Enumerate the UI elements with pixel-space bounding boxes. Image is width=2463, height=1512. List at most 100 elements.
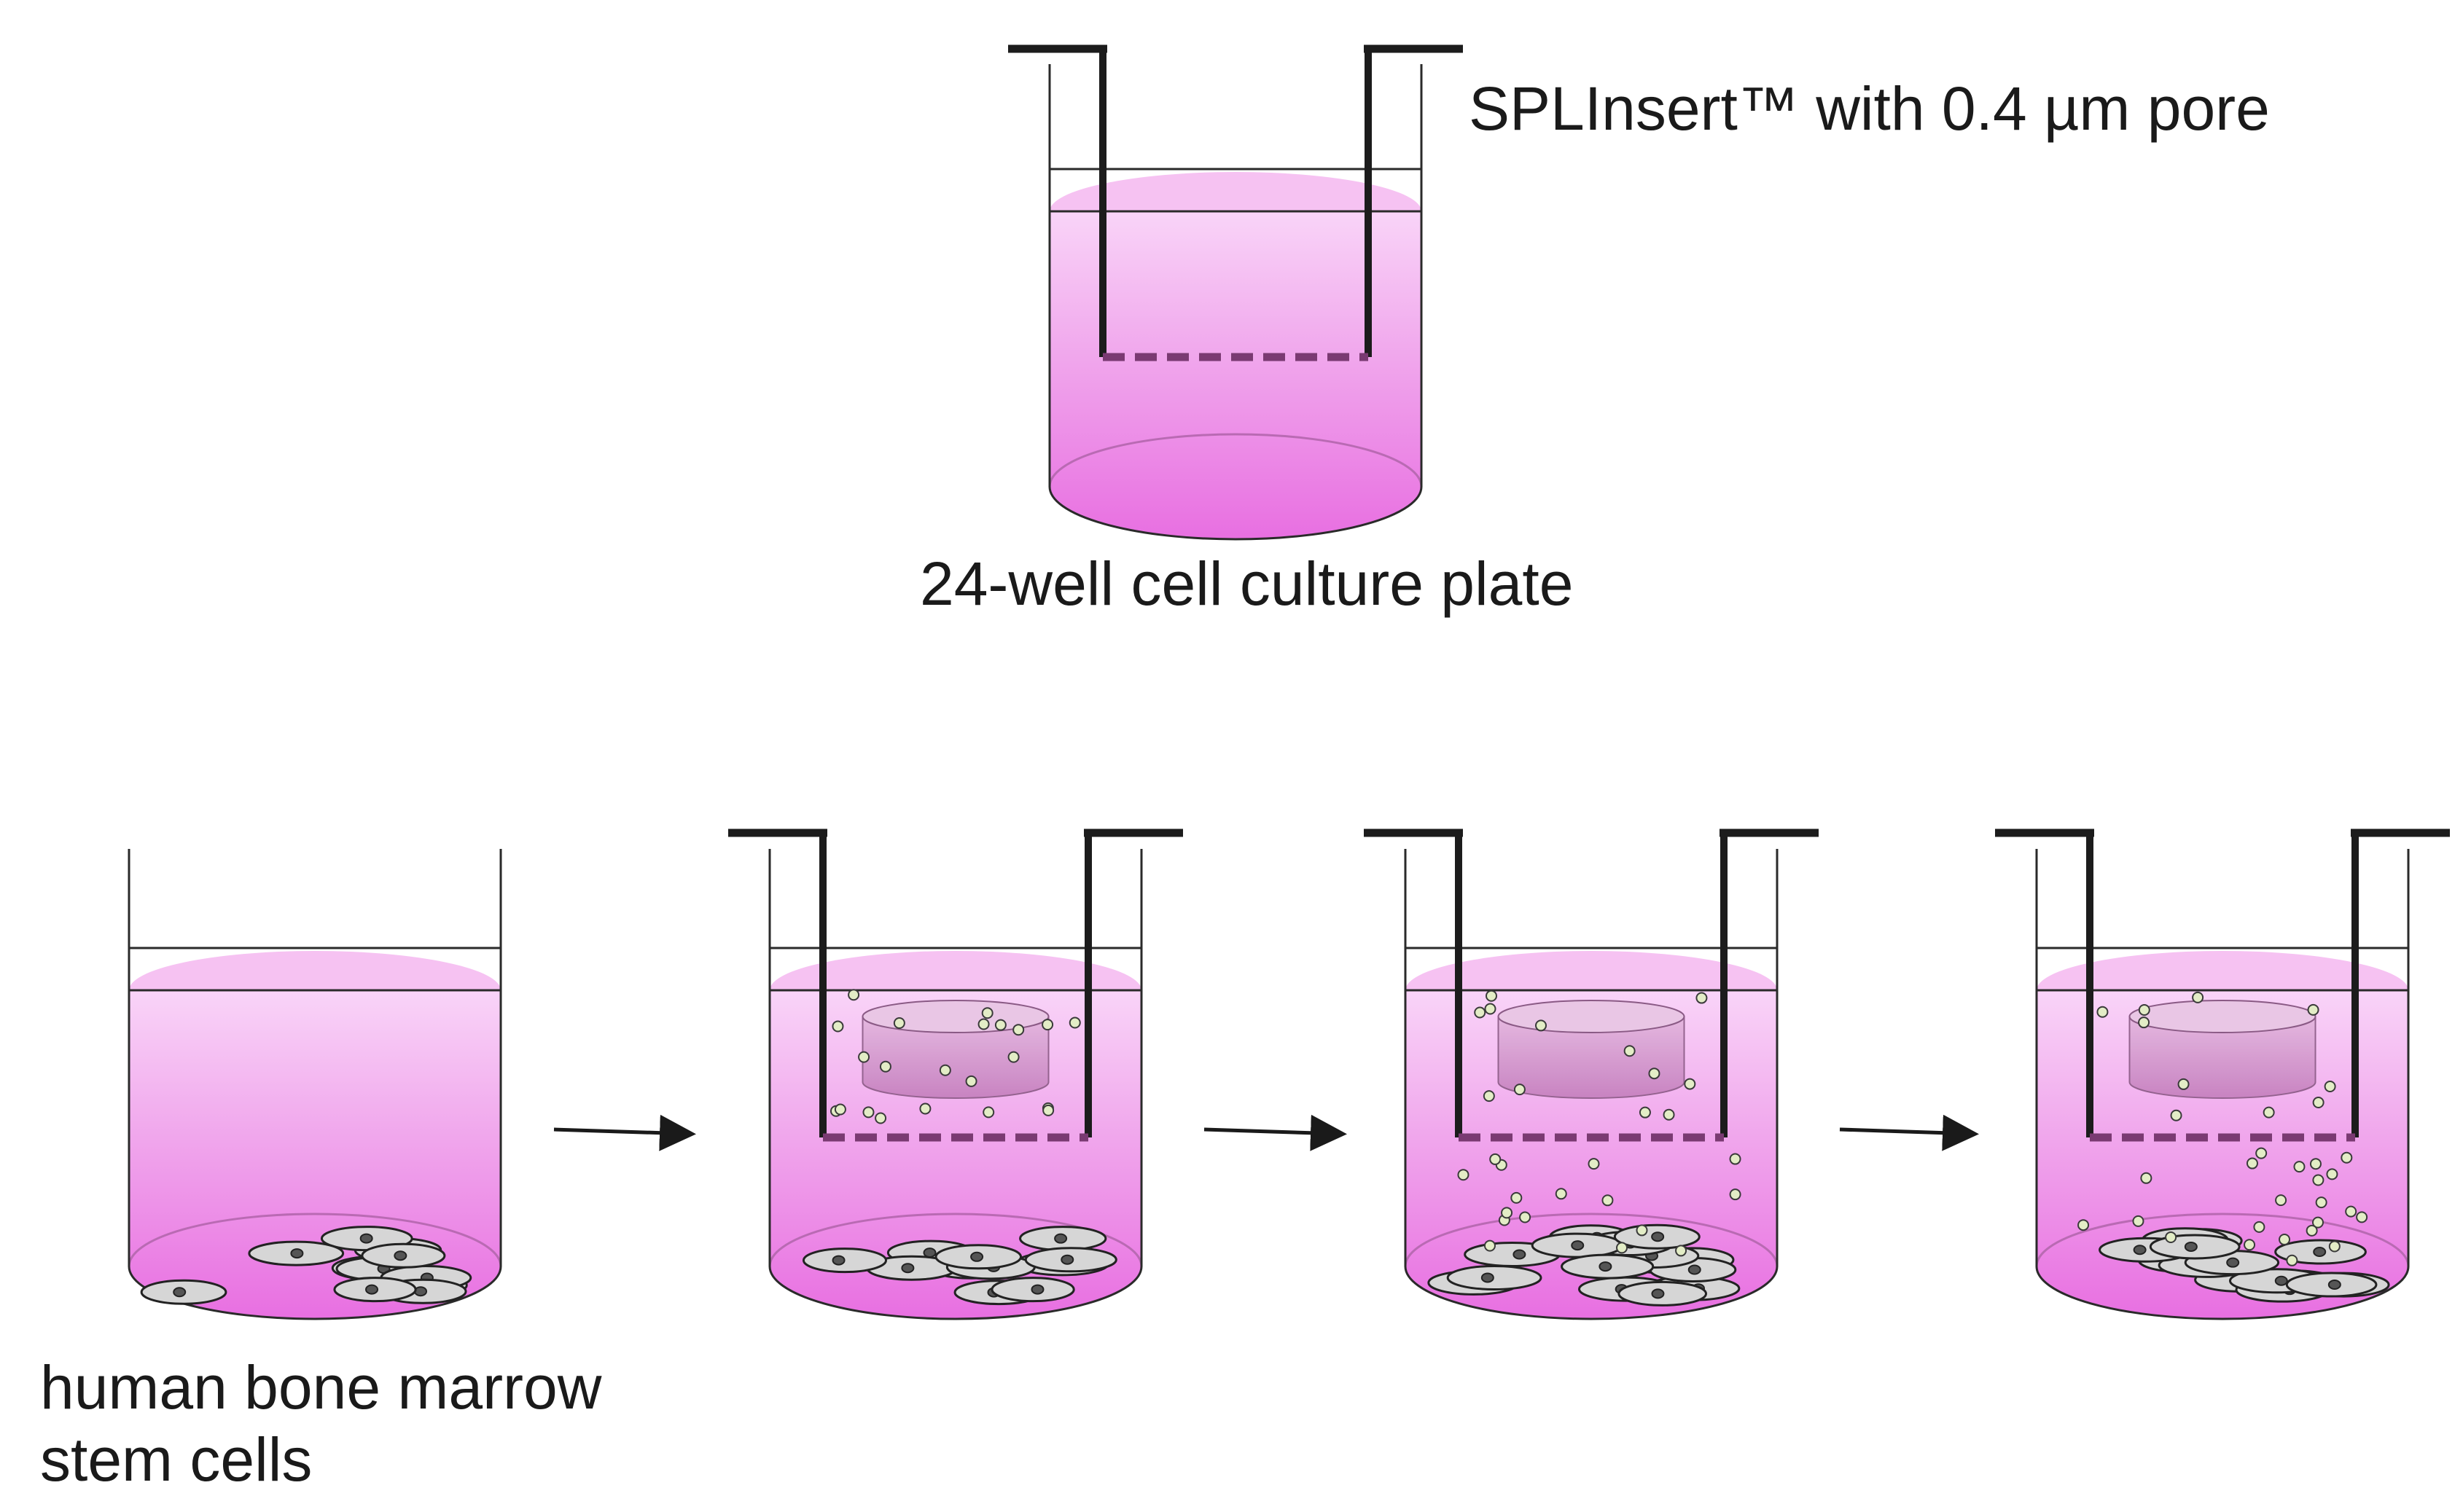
vesicle (2279, 1234, 2291, 1246)
vesicle (2307, 1003, 2319, 1016)
vesicle (1510, 1191, 1523, 1204)
vesicle (2077, 1219, 2090, 1231)
stem-cell-layer (2099, 1227, 2390, 1303)
well-bottom-curve (128, 1213, 502, 1267)
well-bmsc-only (128, 849, 502, 1320)
medium-surface (1405, 951, 1777, 990)
cell-nucleus (1651, 1231, 1665, 1242)
cell-nucleus (2184, 1241, 2198, 1252)
vesicle (1648, 1068, 1660, 1080)
vesicle (875, 1112, 887, 1124)
cell-nucleus (970, 1251, 984, 1262)
vesicle (2138, 1017, 2150, 1029)
well-base (2035, 1266, 2410, 1320)
vesicle (2341, 1151, 2353, 1164)
vesicle (2356, 1211, 2368, 1223)
vesicle (858, 1051, 870, 1063)
vesicle (2312, 1174, 2325, 1186)
cells-label-line-2: stem cells (40, 1425, 313, 1495)
vesicle (1616, 1242, 1628, 1254)
cell-nucleus (1512, 1249, 1526, 1260)
vesicle (1729, 1153, 1741, 1165)
cell-nucleus (365, 1284, 379, 1295)
vesicle (2263, 1106, 2275, 1119)
stem-cell-layer (1427, 1223, 1741, 1307)
vesicle (2345, 1205, 2357, 1218)
cell-nucleus (1480, 1272, 1494, 1283)
vesicle (2315, 1196, 2327, 1209)
vesicle (1636, 1224, 1648, 1237)
cell-nucleus (832, 1255, 846, 1266)
cell-nucleus (1651, 1288, 1665, 1299)
vesicle (1501, 1207, 1513, 1219)
cell-nucleus (2313, 1246, 2327, 1257)
vesicle (879, 1060, 891, 1073)
vesicle (2286, 1254, 2298, 1266)
process-arrow (553, 1114, 696, 1151)
cell-nucleus (2133, 1245, 2147, 1256)
vesicle (939, 1064, 951, 1076)
plate-label: 24-well cell culture plate (920, 549, 1574, 618)
scaffold (2128, 1016, 2316, 1099)
vesicle (832, 1020, 844, 1033)
process-arrow (1203, 1114, 1347, 1151)
vesicle (1069, 1017, 1081, 1029)
vesicle (1474, 1006, 1486, 1019)
vesicle (834, 1103, 846, 1116)
vesicle (2140, 1172, 2152, 1184)
vesicle (1623, 1045, 1636, 1057)
stem-cell-layer (140, 1226, 472, 1305)
medium-surface (1050, 172, 1421, 211)
vesicle (977, 1018, 990, 1030)
well-base (1404, 1266, 1779, 1320)
vesicle (965, 1075, 977, 1087)
well-insert-with-scaffold (728, 829, 1183, 1320)
vesicle (1519, 1211, 1531, 1223)
cell-nucleus (901, 1263, 915, 1274)
vesicle-group (2077, 1147, 2368, 1266)
cell-nucleus (394, 1250, 407, 1261)
cell-nucleus (1054, 1233, 1068, 1244)
vesicle (2312, 1096, 2325, 1108)
well-bottom-curve (1404, 1213, 1779, 1267)
vesicle (2306, 1224, 2318, 1237)
vesicle (1483, 1239, 1496, 1252)
cell-nucleus (923, 1247, 937, 1258)
cell-nucleus (173, 1287, 187, 1298)
vesicle-group (1474, 990, 1708, 1121)
vesicle (2177, 1078, 2190, 1090)
vesicle (1484, 1003, 1496, 1015)
insert-label: SPLInsert™ with 0.4 µm pore (1469, 74, 2270, 143)
cell-nucleus (2327, 1280, 2341, 1290)
vesicle (2309, 1158, 2322, 1170)
vesicle (893, 1017, 905, 1029)
culture-medium (1050, 211, 1421, 539)
stem-cell (1446, 1264, 1542, 1290)
vesicle (1588, 1158, 1600, 1170)
scaffold (1497, 1016, 1685, 1099)
vesicle-group (830, 989, 1081, 1124)
vesicle (1663, 1108, 1675, 1121)
vesicle (2328, 1240, 2341, 1253)
cell-nucleus (2226, 1257, 2240, 1268)
vesicle (2311, 1216, 2324, 1229)
well-base (1048, 486, 1423, 541)
process-arrow (1839, 1114, 1979, 1151)
vesicle (2246, 1157, 2258, 1170)
medium-surface (2037, 951, 2408, 990)
vesicle (2253, 1221, 2265, 1233)
vesicle (2138, 1004, 2150, 1017)
vesicle (2165, 1231, 2177, 1243)
cell-nucleus (290, 1248, 304, 1259)
vesicle (2326, 1168, 2338, 1180)
vesicle (1695, 992, 1708, 1004)
vesicle (1007, 1051, 1020, 1063)
vesicle (1042, 1019, 1054, 1031)
scaffold-top (2128, 1000, 2316, 1033)
cell-nucleus (359, 1233, 373, 1244)
cell-nucleus (1571, 1240, 1585, 1251)
vesicle (2170, 1109, 2182, 1121)
top-well (1008, 44, 1463, 541)
well-base (768, 1266, 1143, 1320)
